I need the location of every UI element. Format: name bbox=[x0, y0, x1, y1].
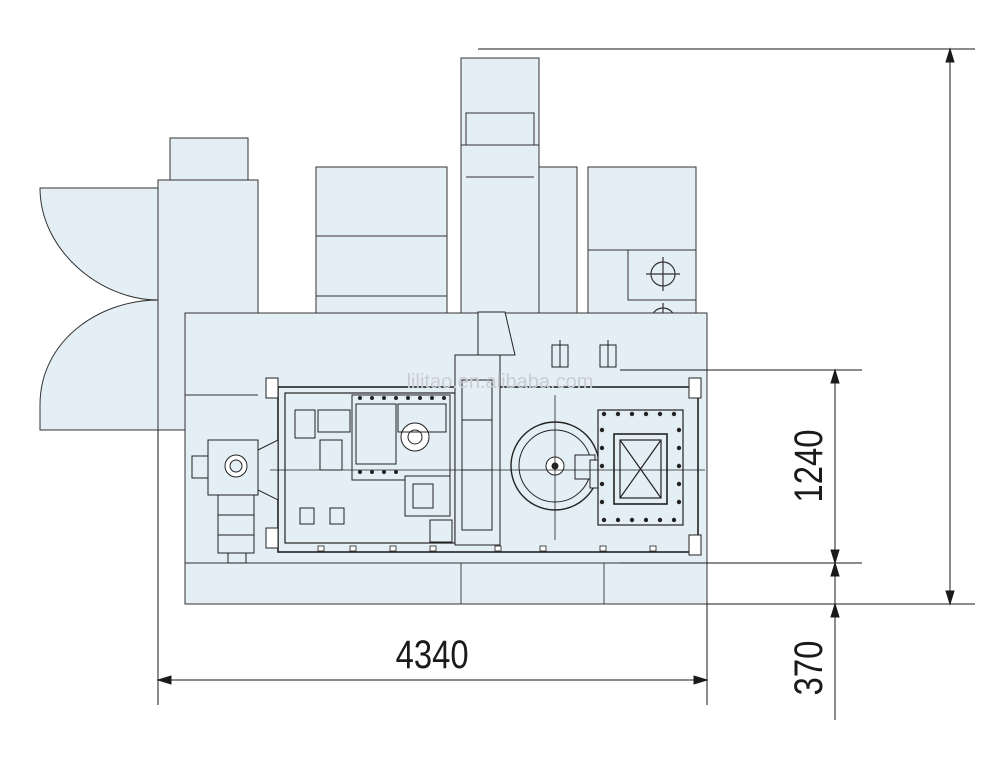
right-cabinet bbox=[587, 166, 697, 328]
spindle-column bbox=[454, 311, 516, 546]
dimension-lines bbox=[156, 47, 975, 720]
fixture-holes bbox=[599, 411, 682, 523]
watermark-text: lilitao.en.alibaba.com bbox=[407, 371, 594, 393]
dimension-width-label: 4340 bbox=[396, 632, 469, 677]
fixture-frame bbox=[597, 409, 684, 526]
bottom-markers bbox=[317, 545, 657, 552]
dimension-offset-label: 370 bbox=[786, 641, 831, 696]
dimension-table-depth-label: 1240 bbox=[786, 430, 831, 503]
bolt-holes bbox=[358, 396, 446, 474]
left-column-cap bbox=[169, 137, 249, 181]
frame-studs bbox=[265, 377, 702, 556]
centerlines bbox=[270, 395, 705, 540]
motor bbox=[217, 494, 255, 554]
top-studs bbox=[551, 340, 617, 368]
tall-tower bbox=[460, 57, 540, 331]
gearbox-block bbox=[351, 394, 453, 543]
middle-cabinet bbox=[315, 166, 448, 331]
left-curved-hood bbox=[39, 187, 159, 431]
